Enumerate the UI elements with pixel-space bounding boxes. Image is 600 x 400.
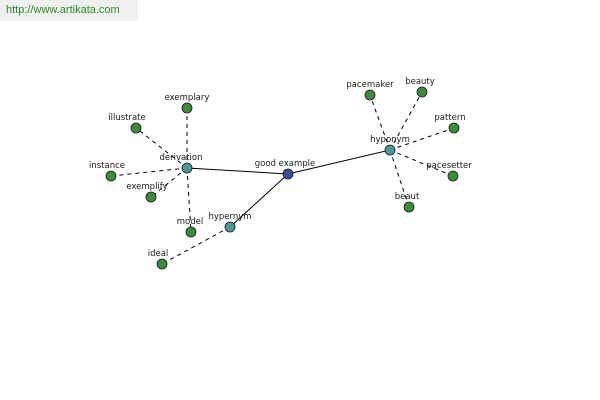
label-instance: instance xyxy=(89,161,125,171)
edge-center-hyponym xyxy=(287,149,391,175)
label-pacesetter: pacesetter xyxy=(426,161,472,171)
edge-derivation-model xyxy=(186,167,192,233)
edge-hyponym-beauty xyxy=(389,91,423,151)
label-pacemaker: pacemaker xyxy=(346,80,394,90)
edge-center-hypernym xyxy=(229,173,289,228)
node-beaut[interactable] xyxy=(403,201,415,213)
label-model: model xyxy=(177,217,203,227)
label-center: good example xyxy=(255,159,315,169)
label-hypernym: hypernym xyxy=(208,212,251,222)
node-hypernym[interactable] xyxy=(224,221,236,233)
node-pacesetter[interactable] xyxy=(447,170,459,182)
node-illustrate[interactable] xyxy=(130,122,142,134)
label-pattern: pattern xyxy=(434,113,465,123)
label-ideal: ideal xyxy=(148,249,169,259)
node-exemplary[interactable] xyxy=(181,102,193,114)
label-exemplify: exemplify xyxy=(126,182,167,192)
label-derivation: derivation xyxy=(159,153,202,163)
edge-hypernym-ideal xyxy=(161,226,231,265)
watermark-url: http://www.artikata.com xyxy=(0,0,138,21)
label-beaut: beaut xyxy=(395,192,420,202)
node-model[interactable] xyxy=(185,226,197,238)
edge-hyponym-pacesetter xyxy=(389,149,454,177)
node-center[interactable] xyxy=(282,168,294,180)
edge-hyponym-pattern xyxy=(389,127,455,151)
label-illustrate: illustrate xyxy=(108,113,146,123)
node-pacemaker[interactable] xyxy=(364,89,376,101)
label-hyponym: hyponym xyxy=(370,135,410,145)
label-beauty: beauty xyxy=(405,77,435,87)
node-instance[interactable] xyxy=(105,170,117,182)
edge-hyponym-beaut xyxy=(389,149,410,208)
node-ideal[interactable] xyxy=(156,258,168,270)
node-beauty[interactable] xyxy=(416,86,428,98)
node-hyponym[interactable] xyxy=(384,144,396,156)
node-exemplify[interactable] xyxy=(145,191,157,203)
node-derivation[interactable] xyxy=(181,162,193,174)
label-exemplary: exemplary xyxy=(165,93,210,103)
node-pattern[interactable] xyxy=(448,122,460,134)
edge-hyponym-pacemaker xyxy=(369,94,391,151)
edge-center-derivation xyxy=(186,167,289,175)
edge-derivation-illustrate xyxy=(135,127,188,169)
